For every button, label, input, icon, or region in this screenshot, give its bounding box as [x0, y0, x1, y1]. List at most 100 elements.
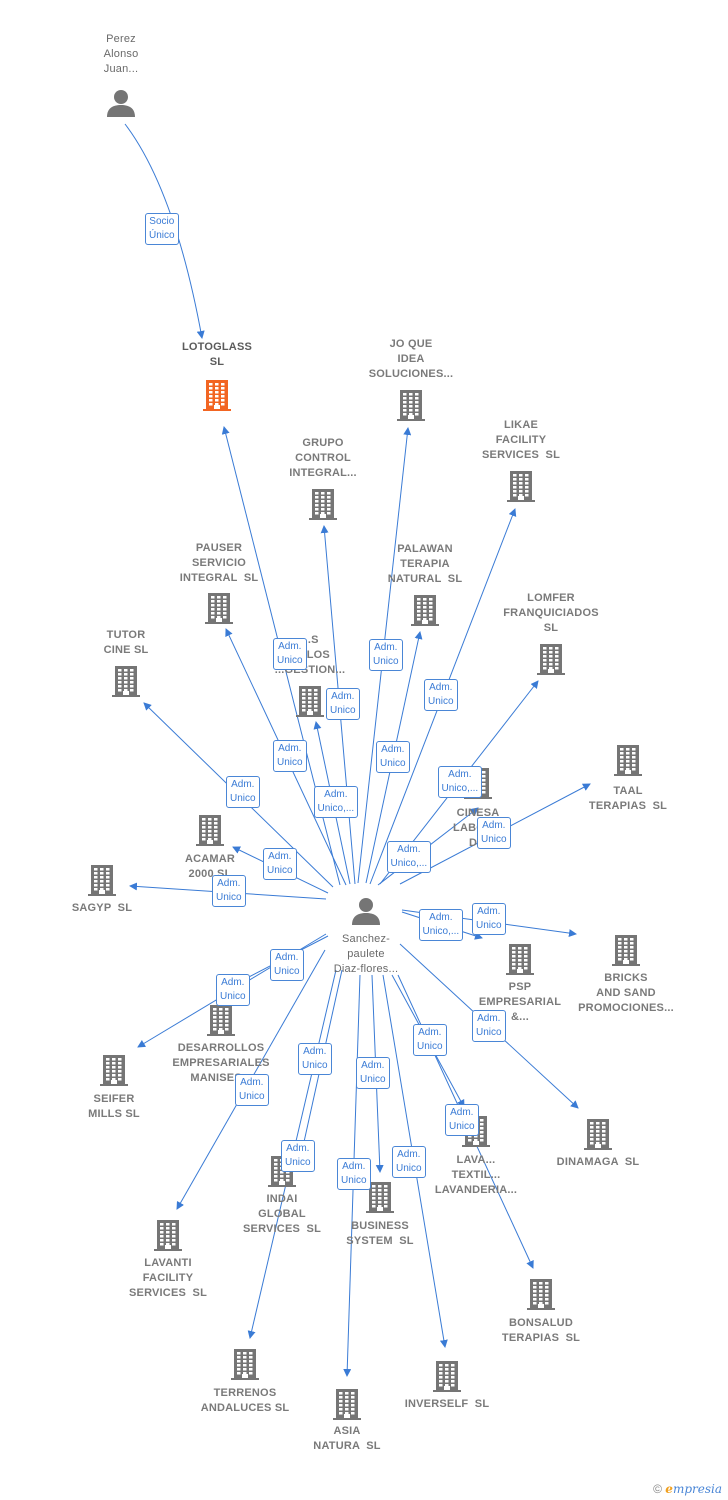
person-icon-graphic [107, 90, 135, 117]
relation-badge-desarrollos[interactable]: Adm. Unico [270, 949, 304, 981]
relation-badge-lomfer[interactable]: Adm. Unico,... [437, 766, 483, 798]
relation-badge-taal[interactable]: Adm. Unico [477, 817, 511, 849]
building-icon-graphic [333, 1389, 361, 1420]
building-icon[interactable] [153, 1218, 183, 1257]
building-icon-graphic [205, 593, 233, 624]
company-name[interactable]: ASIA NATURA SL [313, 1425, 381, 1452]
building-icon[interactable] [613, 743, 643, 782]
relation-badge-likae[interactable]: Adm. Unico [424, 679, 458, 711]
building-icon[interactable] [332, 1387, 362, 1426]
building-icon-graphic [397, 390, 425, 421]
relation-badge-lotoglass[interactable]: Adm. Unico [273, 638, 307, 670]
building-icon[interactable] [195, 813, 225, 852]
relation-badge-bonsalud[interactable]: Adm. Unico [445, 1104, 479, 1136]
building-icon[interactable] [230, 1347, 260, 1386]
relation-badge-cinesa[interactable]: Adm. Unico,... [386, 841, 432, 873]
building-icon-graphic [296, 686, 324, 717]
building-icon[interactable] [206, 1003, 236, 1042]
company-name[interactable]: LOTOGLASS SL [181, 341, 253, 368]
company-name[interactable]: LAVANTI FACILITY SERVICES SL [129, 1257, 207, 1299]
relation-badge-indai[interactable]: Adm. Unico [281, 1140, 315, 1172]
building-icon[interactable] [611, 933, 641, 972]
company-name[interactable]: BUSINESS SYSTEM SL [346, 1220, 414, 1247]
relation-badge-asia[interactable]: Adm. Unico [337, 1158, 371, 1190]
company-name[interactable]: DINAMAGA SL [556, 1156, 640, 1168]
building-icon-graphic [506, 944, 534, 975]
brand-logo[interactable]: empresia [665, 1482, 722, 1496]
building-icon[interactable] [432, 1359, 462, 1398]
relation-badge-lotoglass[interactable]: Socio Único [145, 213, 179, 245]
company-name[interactable]: LIKAE FACILITY SERVICES SL [482, 419, 560, 461]
company-name[interactable]: LOMFER FRANQUICIADOS SL [503, 592, 599, 634]
building-icon[interactable] [526, 1277, 556, 1316]
relation-badge-bricks[interactable]: Adm. Unico [472, 903, 506, 935]
company-name[interactable]: TAAL TERAPIAS SL [588, 785, 668, 812]
relation-badge-tutor[interactable]: Adm. Unico [226, 776, 260, 808]
company-name[interactable]: BONSALUD TERAPIAS SL [501, 1317, 581, 1344]
person-name[interactable]: Sanchez- paulete Diaz-flores... [333, 933, 399, 975]
company-name[interactable]: BRICKS AND SAND PROMOCIONES... [578, 972, 674, 1014]
person-icon[interactable] [351, 896, 381, 931]
building-icon-graphic [231, 1349, 259, 1380]
company-name[interactable]: SAGYP SL [71, 902, 133, 914]
relation-badge-seifer[interactable]: Adm. Unico [216, 974, 250, 1006]
company-name[interactable]: INVERSELF SL [404, 1398, 490, 1410]
building-icon[interactable] [536, 642, 566, 681]
building-icon[interactable] [583, 1117, 613, 1156]
relation-badge-lava[interactable]: Adm. Unico [413, 1024, 447, 1056]
company-name[interactable]: JO QUE IDEA SOLUCIONES... [368, 338, 454, 380]
building-icon-graphic [612, 935, 640, 966]
company-name[interactable]: PAUSER SERVICIO INTEGRAL SL [179, 542, 259, 584]
building-icon[interactable] [365, 1180, 395, 1219]
company-name[interactable]: INDAI GLOBAL SERVICES SL [243, 1193, 321, 1235]
company-name[interactable]: TUTOR CINE SL [103, 629, 149, 656]
building-icon[interactable] [99, 1053, 129, 1092]
building-icon[interactable] [87, 863, 117, 902]
company-name[interactable]: SEIFER MILLS SL [88, 1093, 140, 1120]
building-icon[interactable] [308, 487, 338, 526]
building-icon-graphic [614, 745, 642, 776]
relation-badge-desa2[interactable]: Adm. Unico [326, 688, 360, 720]
relation-badge-grupo[interactable]: Adm. Unico,... [313, 786, 359, 818]
relation-badge-acamar[interactable]: Adm. Unico [263, 848, 297, 880]
relation-badge-joque[interactable]: Adm. Unico [369, 639, 403, 671]
person-name[interactable]: Perez Alonso Juan... [103, 33, 139, 75]
company-name[interactable]: LAVA... TEXTIL... LAVANDERIA... [434, 1154, 518, 1196]
relation-edge-lotoglass [124, 123, 205, 339]
building-icon-graphic [154, 1220, 182, 1251]
building-icon[interactable] [505, 942, 535, 981]
relation-badge-business[interactable]: Adm. Unico [356, 1057, 390, 1089]
building-icon-graphic [207, 1005, 235, 1036]
building-icon[interactable] [396, 388, 426, 427]
building-icon-graphic [527, 1279, 555, 1310]
company-name[interactable]: GRUPO CONTROL INTEGRAL... [289, 437, 357, 479]
building-icon[interactable] [410, 593, 440, 632]
relation-badge-lavanti[interactable]: Adm. Unico [235, 1074, 269, 1106]
relation-badge-terrenos[interactable]: Adm. Unico [298, 1043, 332, 1075]
building-icon-graphic [411, 595, 439, 626]
copyright-footer: © empresia [653, 1482, 722, 1496]
person-icon[interactable] [106, 88, 136, 123]
building-icon[interactable] [204, 591, 234, 630]
company-name[interactable]: PSP EMPRESARIAL &... [478, 981, 562, 1023]
company-name[interactable]: TERRENOS ANDALUCES SL [200, 1387, 290, 1414]
relation-badge-sagyp[interactable]: Adm. Unico [212, 875, 246, 907]
relation-badge-palawan[interactable]: Adm. Unico [376, 741, 410, 773]
building-icon-graphic [537, 644, 565, 675]
copyright-symbol: © [653, 1482, 662, 1496]
relation-badge-inverself[interactable]: Adm. Unico [392, 1146, 426, 1178]
company-name[interactable]: PALAWAN TERAPIA NATURAL SL [387, 543, 463, 585]
relation-badge-pauser[interactable]: Adm. Unico [273, 740, 307, 772]
building-icon-graphic [196, 815, 224, 846]
relation-badge-dinamaga[interactable]: Adm. Unico [472, 1010, 506, 1042]
building-icon[interactable] [202, 378, 232, 417]
company-name[interactable]: ACAMAR 2000 SL [184, 853, 236, 880]
building-icon-graphic [433, 1361, 461, 1392]
relation-badge-psp[interactable]: Adm. Unico,... [418, 909, 464, 941]
building-icon[interactable] [506, 469, 536, 508]
building-icon-graphic [309, 489, 337, 520]
building-icon-graphic [203, 380, 231, 411]
building-icon[interactable] [111, 664, 141, 703]
building-icon[interactable] [295, 684, 325, 723]
